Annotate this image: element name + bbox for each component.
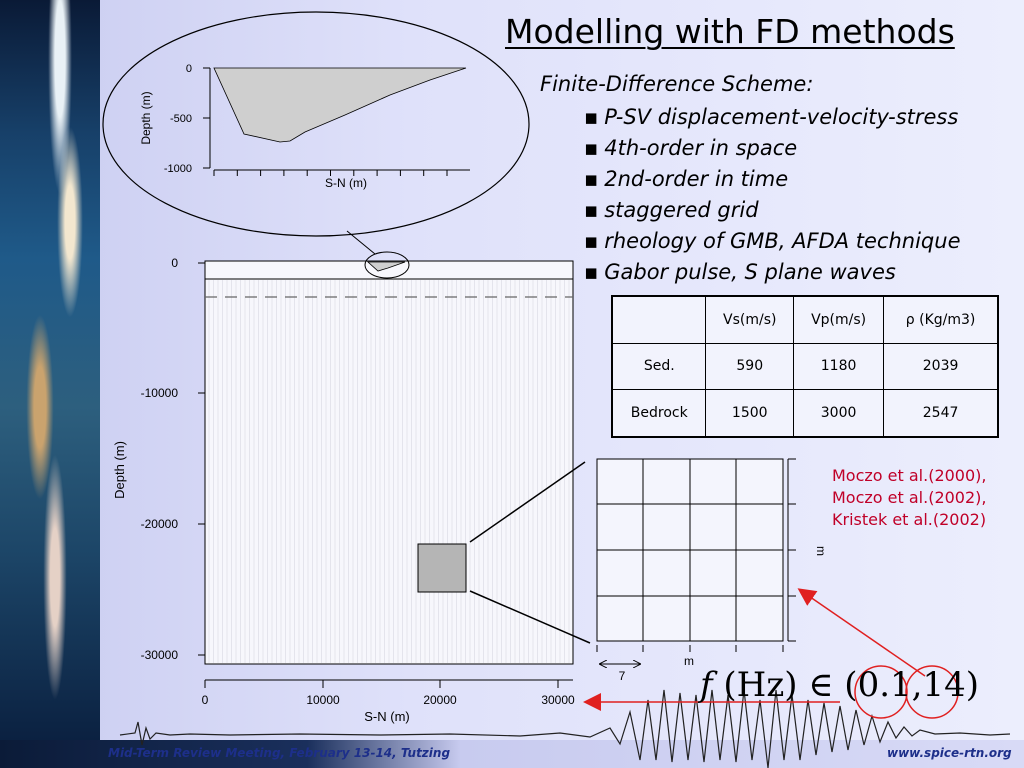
inset-x-ticks bbox=[213, 170, 448, 176]
fd-scheme-heading: Finite-Difference Scheme: bbox=[540, 72, 814, 96]
slide-title: Modelling with FD methods bbox=[505, 12, 955, 51]
detail-connector-top bbox=[469, 461, 586, 543]
formula-element-of: ∈ bbox=[808, 665, 834, 705]
main-x-axis-label: S-N (m) bbox=[364, 709, 410, 724]
formula-hz: (Hz) bbox=[723, 665, 798, 705]
main-xtick-3: 30000 bbox=[541, 693, 575, 707]
main-x-ticks: 0 10000 20000 30000 bbox=[202, 679, 575, 707]
fd-scheme-item: P-SV displacement-velocity-stress bbox=[584, 102, 961, 133]
fd-scheme-item: Gabor pulse, S plane waves bbox=[584, 257, 961, 288]
footer-website-link[interactable]: www.spice-rtn.org bbox=[887, 746, 1012, 760]
grid-detail-square bbox=[417, 543, 467, 593]
inset-y-axis-label: Depth (m) bbox=[139, 91, 153, 144]
earth-background-image bbox=[0, 0, 100, 740]
material-properties-table: Vs(m/s) Vp(m/s) ρ (Kg/m3) Sed. 590 1180 … bbox=[611, 295, 999, 438]
fd-scheme-item: 4th-order in space bbox=[584, 133, 961, 164]
table-cell: Sed. bbox=[611, 342, 707, 391]
footer-band bbox=[0, 740, 1024, 768]
footer-meeting-text: Mid-Term Review Meeting, February 13-14,… bbox=[108, 746, 451, 760]
main-xtick-2: 20000 bbox=[423, 693, 457, 707]
seismogram-trace bbox=[119, 689, 1011, 768]
fd-scheme-list: P-SV displacement-velocity-stress 4th-or… bbox=[584, 102, 961, 288]
zoom-connector-line bbox=[346, 230, 376, 255]
formula-f: f bbox=[700, 665, 713, 705]
main-plot: 0 -10000 -20000 -30000 0 10000 20000 300… bbox=[112, 251, 575, 724]
table-cell: 2039 bbox=[883, 342, 999, 391]
table-cell: 1500 bbox=[705, 389, 795, 438]
formula-sep: , bbox=[911, 665, 923, 705]
inset-plot: 0 -500 -1000 S-N (m) Depth (m) bbox=[102, 11, 530, 255]
main-xtick-0: 0 bbox=[202, 693, 209, 707]
main-ytick-0: 0 bbox=[171, 256, 178, 270]
frequency-range-formula: f (Hz) ∈ (0.1,14) bbox=[700, 665, 979, 717]
table-cell: 2547 bbox=[883, 389, 999, 438]
main-y-axis-label: Depth (m) bbox=[112, 441, 127, 499]
table-header-row: Vs(m/s) Vp(m/s) ρ (Kg/m3) bbox=[611, 295, 999, 344]
references: Moczo et al.(2000), Moczo et al.(2002), … bbox=[832, 465, 987, 531]
table-row: Sed. 590 1180 2039 bbox=[611, 342, 999, 391]
main-y-ticks: 0 -10000 -20000 -30000 bbox=[141, 256, 205, 662]
table-cell: 590 bbox=[705, 342, 795, 391]
formula-max: 14 bbox=[922, 665, 966, 705]
basin-shape bbox=[366, 261, 406, 272]
grid-detail-x-label: m bbox=[684, 654, 694, 668]
fd-grid-lines bbox=[208, 280, 570, 663]
grid-detail-y-label: m bbox=[814, 546, 828, 556]
inset-x-axis-label: S-N (m) bbox=[325, 176, 367, 190]
grid-spacing-label: 7 bbox=[619, 669, 626, 683]
basin-highlight-ellipse bbox=[364, 251, 410, 279]
fd-scheme-item: rheology of GMB, AFDA technique bbox=[584, 226, 960, 257]
reference-item: Kristek et al.(2002) bbox=[832, 510, 987, 529]
inset-ytick-0: 0 bbox=[186, 63, 192, 75]
inset-ytick-2: -1000 bbox=[164, 163, 192, 175]
table-header-cell: Vp(m/s) bbox=[793, 295, 885, 344]
table-header-cell bbox=[611, 295, 707, 344]
fd-scheme-block: Finite-Difference Scheme: P-SV displacem… bbox=[540, 72, 961, 288]
inset-basin-shape bbox=[213, 67, 467, 143]
formula-min: 0.1 bbox=[857, 665, 912, 705]
frequency-min-circle bbox=[854, 665, 908, 719]
main-ytick-3: -30000 bbox=[141, 648, 179, 662]
fd-scheme-item: 2nd-order in time bbox=[584, 164, 961, 195]
main-xtick-1: 10000 bbox=[306, 693, 340, 707]
reference-item: Moczo et al.(2000), bbox=[832, 466, 987, 485]
main-ytick-2: -20000 bbox=[141, 517, 179, 531]
inset-ytick-1: -500 bbox=[170, 113, 192, 125]
table-header-cell: Vs(m/s) bbox=[705, 295, 795, 344]
table-cell: 3000 bbox=[793, 389, 885, 438]
table-header-cell: ρ (Kg/m3) bbox=[883, 295, 999, 344]
grid-detail: m m 7 bbox=[469, 458, 828, 683]
formula-close-paren: ) bbox=[965, 665, 979, 705]
table-row: Bedrock 1500 3000 2547 bbox=[611, 389, 999, 438]
table-cell: 1180 bbox=[793, 342, 885, 391]
table-cell: Bedrock bbox=[611, 389, 707, 438]
detail-connector-bottom bbox=[469, 590, 591, 644]
annotation-arrow-grid bbox=[797, 588, 926, 677]
fd-scheme-item: staggered grid bbox=[584, 195, 961, 226]
reference-item: Moczo et al.(2002), bbox=[832, 488, 987, 507]
formula-open-paren: ( bbox=[844, 665, 858, 705]
frequency-max-circle bbox=[905, 665, 959, 719]
main-ytick-1: -10000 bbox=[141, 386, 179, 400]
inset-ellipse bbox=[102, 11, 530, 237]
